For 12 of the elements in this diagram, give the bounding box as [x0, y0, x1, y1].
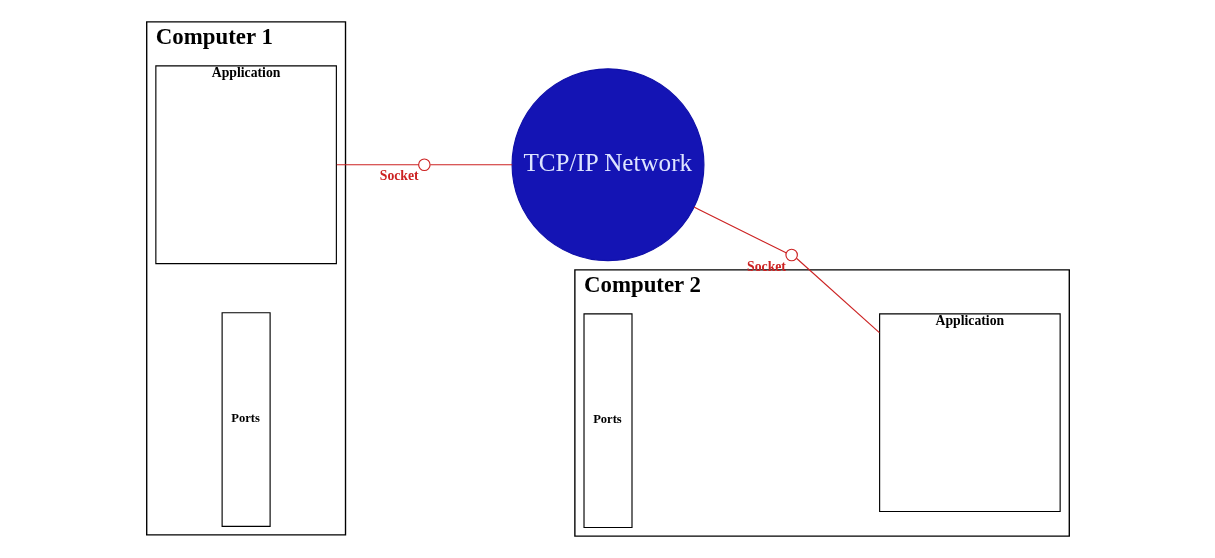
node-circle: [784, 248, 798, 262]
connector: [335, 164, 419, 166]
connector: [795, 257, 880, 334]
node-box: Ports: [582, 313, 633, 529]
node-circle: TCP/IP Network: [511, 68, 705, 262]
node-box: Ports: [221, 312, 271, 527]
node-box: Application: [154, 65, 337, 265]
connector: [429, 164, 513, 166]
connector: [692, 206, 787, 254]
node-box: Application: [878, 313, 1061, 513]
node-label: Socket: [379, 168, 419, 184]
node-circle: [417, 158, 431, 172]
